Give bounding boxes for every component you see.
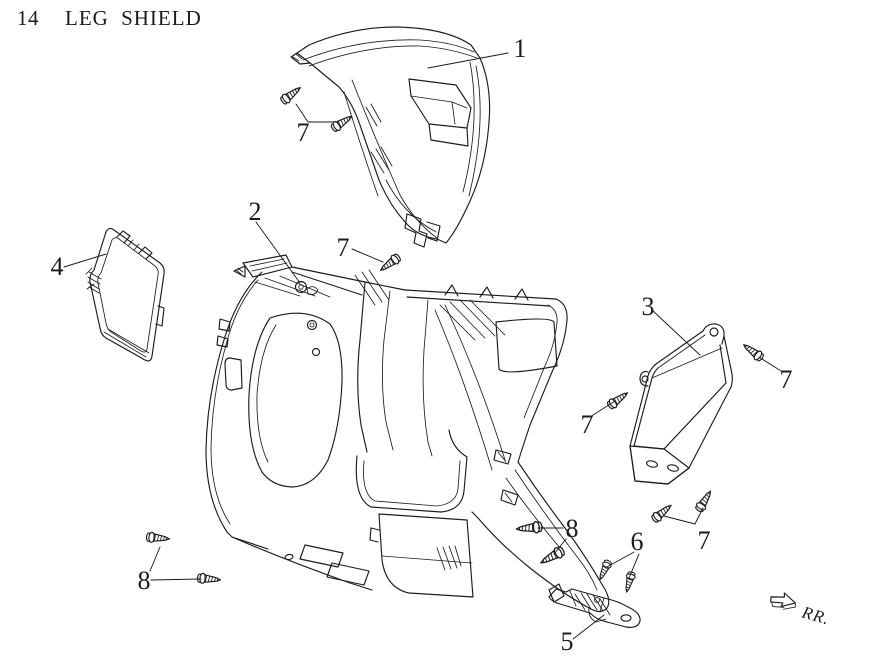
screw-drawing xyxy=(329,111,356,134)
screw-drawing xyxy=(621,570,637,594)
screw-drawing xyxy=(377,251,403,275)
screw-drawing xyxy=(649,500,675,525)
page-header: 14 LEG SHIELD xyxy=(17,6,202,31)
part-4-garnish-frame-drawing xyxy=(85,227,165,362)
callout-1: 1 xyxy=(514,34,527,63)
part-2-inner-shield-drawing xyxy=(205,254,610,623)
callout-2: 2 xyxy=(249,197,262,226)
section-number: 14 xyxy=(17,6,39,30)
callout-7-right-mid: 7 xyxy=(581,410,594,439)
callout-3: 3 xyxy=(642,292,655,321)
rr-arrow-icon xyxy=(770,592,796,610)
screw-drawing xyxy=(605,388,632,411)
callout-8-left: 8 xyxy=(138,566,151,595)
page-title: LEG SHIELD xyxy=(65,6,202,30)
part-3-bracket-drawing xyxy=(629,323,733,485)
screw-drawing xyxy=(537,544,567,569)
screw-drawing xyxy=(693,487,716,514)
callout-8-center: 8 xyxy=(566,514,579,543)
callout-5: 5 xyxy=(561,627,574,656)
screw-drawing xyxy=(740,340,766,364)
screw-drawing xyxy=(145,531,171,545)
callout-7-top: 7 xyxy=(297,118,310,147)
callout-4: 4 xyxy=(51,252,64,281)
leader-lines xyxy=(63,52,782,640)
callout-labels: 1 2 3 4 5 6 7 7 7 7 7 8 8 xyxy=(51,34,793,656)
callout-7-right-lower: 7 xyxy=(698,526,711,555)
part-5-latch-drawing xyxy=(548,583,641,628)
part-1-front-cover-drawing xyxy=(290,26,491,248)
callout-7-mid: 7 xyxy=(337,233,350,262)
rear-direction-indicator: RR. xyxy=(770,592,832,629)
screw-fasteners xyxy=(145,83,766,594)
screw-drawing xyxy=(278,83,304,107)
callout-6: 6 xyxy=(631,527,644,556)
rr-label: RR. xyxy=(799,602,832,628)
callout-7-right-upper: 7 xyxy=(780,365,793,394)
